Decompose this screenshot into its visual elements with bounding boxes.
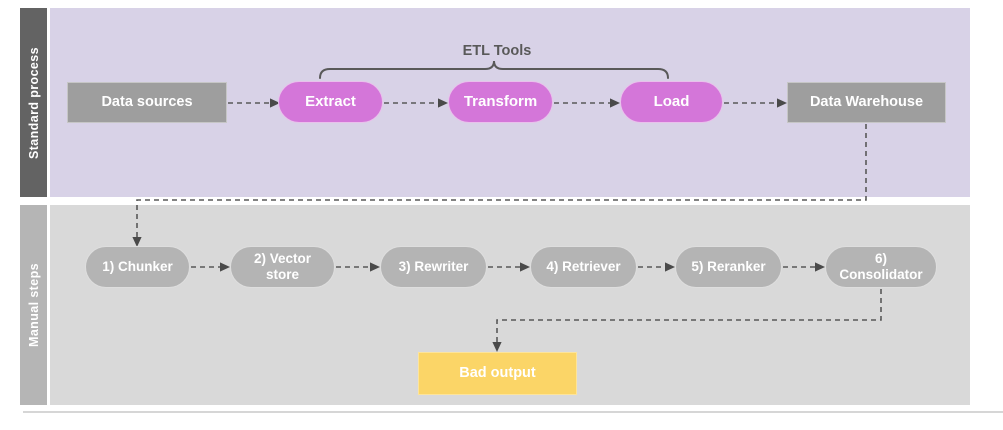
lane-label-manual-steps: Manual steps bbox=[26, 263, 41, 347]
node-extract-label: Extract bbox=[305, 93, 356, 111]
node-step-reranker-label: 5) Reranker bbox=[691, 259, 766, 275]
node-transform-label: Transform bbox=[463, 93, 538, 111]
node-bad-output: Bad output bbox=[418, 352, 577, 395]
node-step-chunker-label: 1) Chunker bbox=[102, 259, 173, 275]
node-load: Load bbox=[620, 81, 723, 123]
node-step-vector-store: 2) Vector store bbox=[230, 246, 335, 288]
node-step-chunker: 1) Chunker bbox=[85, 246, 190, 288]
bottom-divider-line bbox=[23, 411, 1003, 413]
node-data-sources: Data sources bbox=[67, 82, 227, 123]
node-transform: Transform bbox=[448, 81, 553, 123]
node-step-consolidator: 6) Consolidator bbox=[825, 246, 937, 288]
node-step-vector-store-label: 2) Vector store bbox=[253, 251, 312, 282]
lane-label-standard-process: Standard process bbox=[26, 46, 41, 159]
node-data-warehouse-label: Data Warehouse bbox=[809, 94, 924, 111]
node-step-rewriter: 3) Rewriter bbox=[380, 246, 487, 288]
etl-tools-group-label: ETL Tools bbox=[462, 43, 532, 59]
node-data-warehouse: Data Warehouse bbox=[787, 82, 946, 123]
node-step-consolidator-label: 6) Consolidator bbox=[839, 251, 923, 282]
lane-header-standard-process: Standard process bbox=[20, 8, 47, 197]
node-extract: Extract bbox=[278, 81, 383, 123]
node-step-retriever: 4) Retriever bbox=[530, 246, 637, 288]
node-step-rewriter-label: 3) Rewriter bbox=[398, 259, 469, 275]
node-bad-output-label: Bad output bbox=[459, 365, 536, 382]
node-step-reranker: 5) Reranker bbox=[675, 246, 782, 288]
node-load-label: Load bbox=[653, 93, 690, 111]
node-data-sources-label: Data sources bbox=[101, 94, 193, 111]
lane-header-manual-steps: Manual steps bbox=[20, 205, 47, 405]
node-step-retriever-label: 4) Retriever bbox=[546, 259, 621, 275]
